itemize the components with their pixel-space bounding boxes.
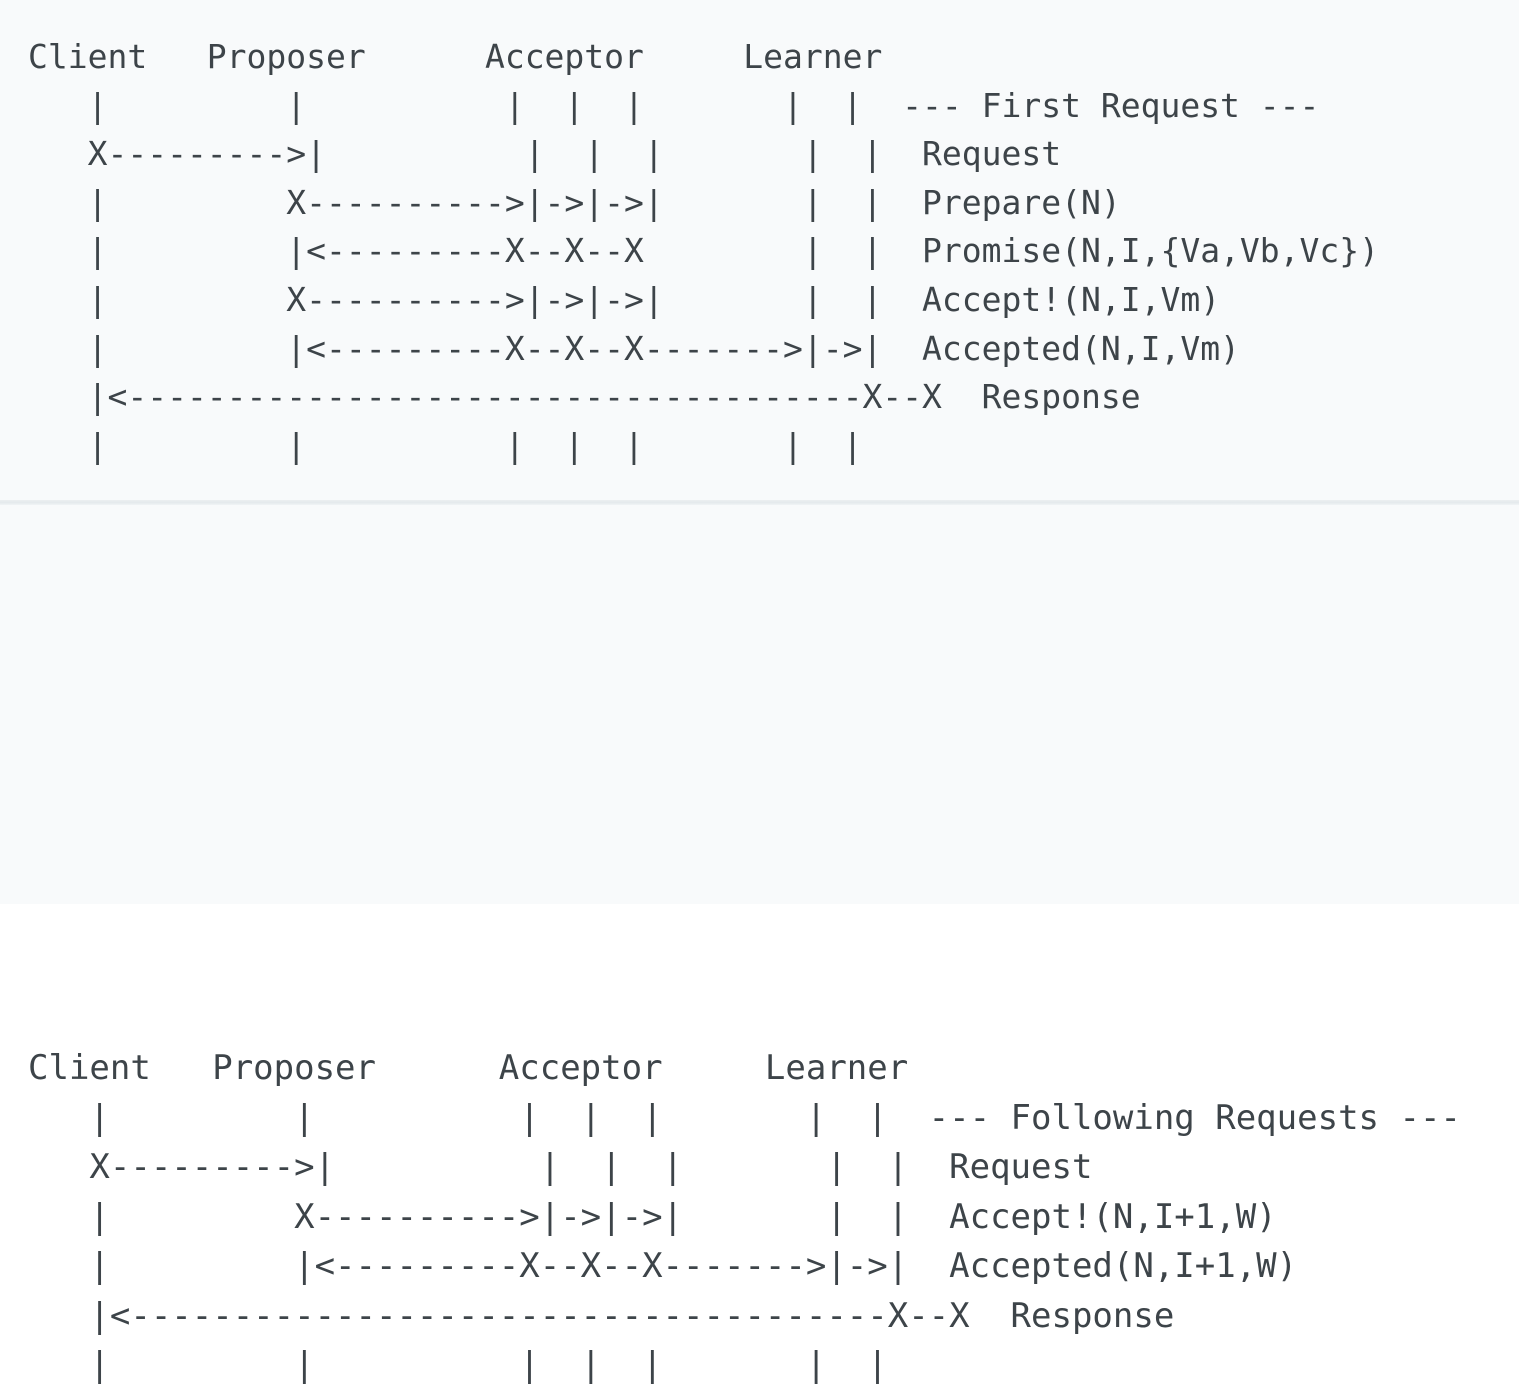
first-request-ascii-art: Client Proposer Acceptor Learner | | | |… (28, 37, 1380, 465)
block-divider (0, 500, 1519, 505)
following-requests-block: Client Proposer Acceptor Learner | | | |… (0, 505, 1519, 1385)
following-requests-ascii-art: Client Proposer Acceptor Learner | | | |… (28, 1048, 1461, 1385)
first-request-block: Client Proposer Acceptor Learner | | | |… (0, 0, 1519, 500)
